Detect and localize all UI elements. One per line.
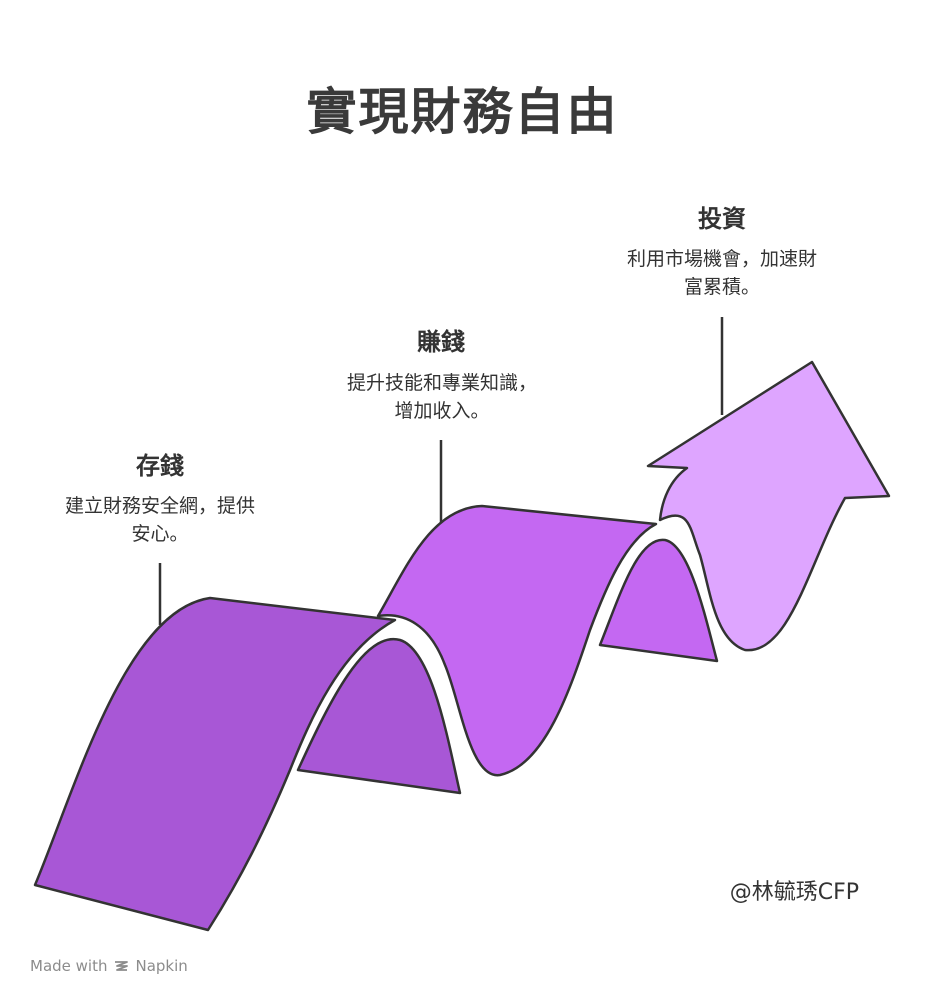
ribbon-segment-saving (33, 596, 397, 932)
stage-desc-line: 安心。 (131, 523, 189, 545)
stage-desc-line: 利用市場機會，加速財 (626, 248, 817, 270)
stage-title-earning: 賺錢 (417, 328, 465, 356)
napkin-brand-label: Napkin (135, 957, 188, 975)
ribbon-segment-investing-back (598, 538, 719, 663)
growth-arrow (646, 360, 891, 652)
page-title: 實現財務自由 (306, 83, 619, 141)
ribbon-segment-earning (376, 504, 658, 777)
ribbon-segment-earning-back (296, 637, 462, 795)
stage-desc-line: 增加收入。 (394, 400, 490, 422)
made-with-label: Made with (30, 957, 108, 975)
stage-title-saving: 存錢 (136, 452, 184, 480)
stage-title-investing: 投資 (698, 205, 746, 233)
napkin-logo-icon (115, 961, 129, 971)
stage-desc-line: 建立財務安全網，提供 (64, 495, 255, 517)
stage-desc-line: 富累積。 (683, 276, 760, 298)
stage-desc-saving: 建立財務安全網，提供 安心。 (30, 492, 290, 548)
stage-desc-investing: 利用市場機會，加速財 富累積。 (592, 245, 852, 301)
stage-desc-earning: 提升技能和專業知識， 增加收入。 (312, 369, 572, 425)
made-with-footer[interactable]: Made with Napkin (30, 957, 188, 975)
author-attribution: @林毓琇CFP (729, 880, 859, 905)
stage-desc-line: 提升技能和專業知識， (346, 372, 537, 394)
